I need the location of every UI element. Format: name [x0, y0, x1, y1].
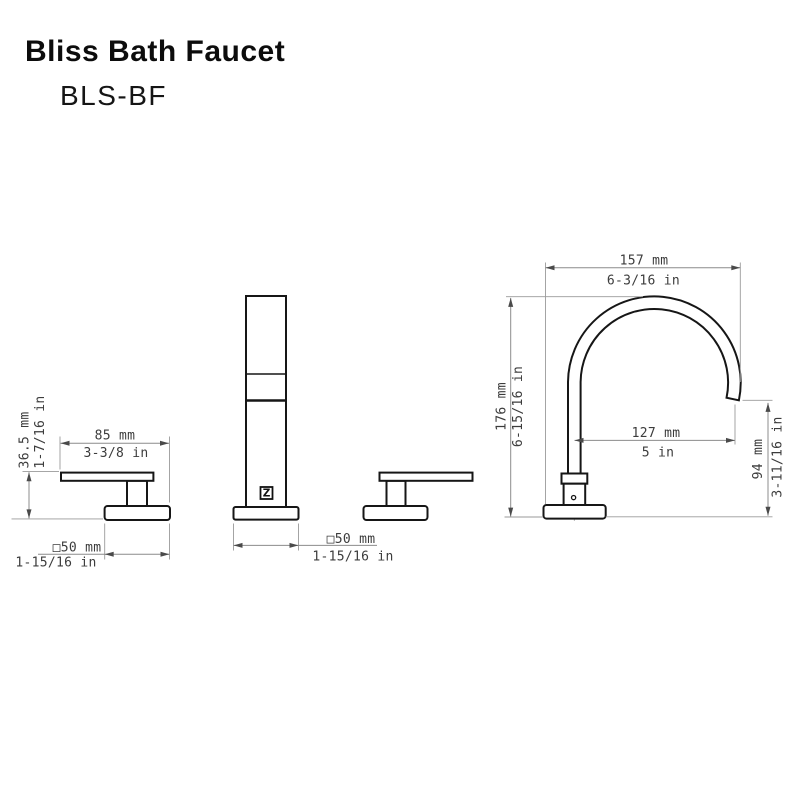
dim-text-mm: 176 mm — [494, 382, 509, 431]
handle-lever-arm — [378, 471, 474, 482]
dim-arrow — [508, 507, 514, 517]
handle-lever-arm — [60, 471, 155, 482]
dim-arrow — [160, 551, 170, 557]
dim-arrow — [26, 472, 32, 482]
dim-text-in: 3-3/8 in — [83, 446, 148, 461]
dim-text-mm: 94 mm — [751, 439, 766, 480]
dim-text-mm: 85 mm — [95, 429, 136, 444]
dim-text-mm: □50 mm — [327, 532, 376, 547]
spout-side-view: 157 mm 6-3/16 in 176 mm 6-15/16 in 127 m… — [494, 254, 785, 521]
dim-text-in: 3-11/16 in — [770, 416, 785, 497]
title-block: Bliss Bath Faucet BLS-BF — [25, 35, 285, 111]
dim-outlet-height: 94 mm 3-11/16 in — [605, 399, 785, 518]
spout-collar — [560, 472, 589, 485]
dim-body-base-width: □50 mm 1-15/16 in — [233, 523, 393, 565]
dim-text-in: 5 in — [642, 446, 675, 461]
dim-arrow — [508, 297, 514, 307]
dim-arrow — [726, 437, 735, 443]
dim-arrow — [289, 542, 299, 548]
body-base — [232, 506, 300, 521]
body-front-view: Z □50 mm 1-15/16 in — [232, 295, 393, 565]
dim-handle-base-width: □50 mm 1-15/16 in — [15, 523, 170, 571]
product-title: Bliss Bath Faucet — [25, 35, 285, 68]
product-model: BLS-BF — [60, 80, 167, 111]
dim-text-in: 6-3/16 in — [607, 274, 680, 289]
dim-arrow — [233, 542, 243, 548]
handle-side-view: 85 mm 3-3/8 in 36.5 mm 1-7/16 in □50 mm … — [11, 395, 171, 571]
dim-text-mm: 157 mm — [620, 254, 669, 269]
dim-text-in: 6-15/16 in — [511, 366, 526, 447]
dim-arrow — [574, 437, 584, 443]
handle-stem — [385, 479, 407, 508]
dim-text-in: 1-15/16 in — [15, 556, 96, 571]
dim-arrow — [765, 402, 771, 412]
handle-front-view — [362, 471, 474, 521]
spout-stem-housing — [562, 482, 587, 507]
brand-logo-letter: Z — [263, 488, 271, 500]
dim-text-in: 1-15/16 in — [312, 550, 393, 565]
dim-spout-reach: 127 mm 5 in — [574, 404, 736, 461]
dim-arrow — [545, 265, 555, 271]
dim-text-in: 1-7/16 in — [33, 395, 48, 468]
dim-arrow — [731, 265, 741, 271]
dim-lever-length: 85 mm 3-3/8 in — [59, 429, 170, 503]
dim-text-mm: 127 mm — [632, 426, 681, 441]
dim-arrow — [60, 440, 70, 446]
spout-gooseneck-tube — [567, 295, 742, 475]
handle-stem — [126, 479, 148, 508]
dim-overall-width: 157 mm 6-3/16 in — [545, 254, 741, 504]
set-screw-dot — [570, 494, 577, 501]
dim-text-mm: 36.5 mm — [17, 412, 32, 469]
brand-logo-box — [259, 486, 274, 500]
dim-arrow — [765, 506, 771, 516]
handle-base — [362, 505, 429, 521]
dim-handle-height: 36.5 mm 1-7/16 in — [11, 395, 103, 520]
handle-base — [103, 505, 171, 521]
dim-arrow — [26, 509, 32, 519]
dim-text-mm: □50 mm — [53, 541, 102, 556]
spout-base — [542, 504, 607, 520]
dim-overall-height: 176 mm 6-15/16 in — [494, 296, 643, 518]
dim-arrow — [160, 440, 169, 446]
dim-arrow — [104, 551, 114, 557]
